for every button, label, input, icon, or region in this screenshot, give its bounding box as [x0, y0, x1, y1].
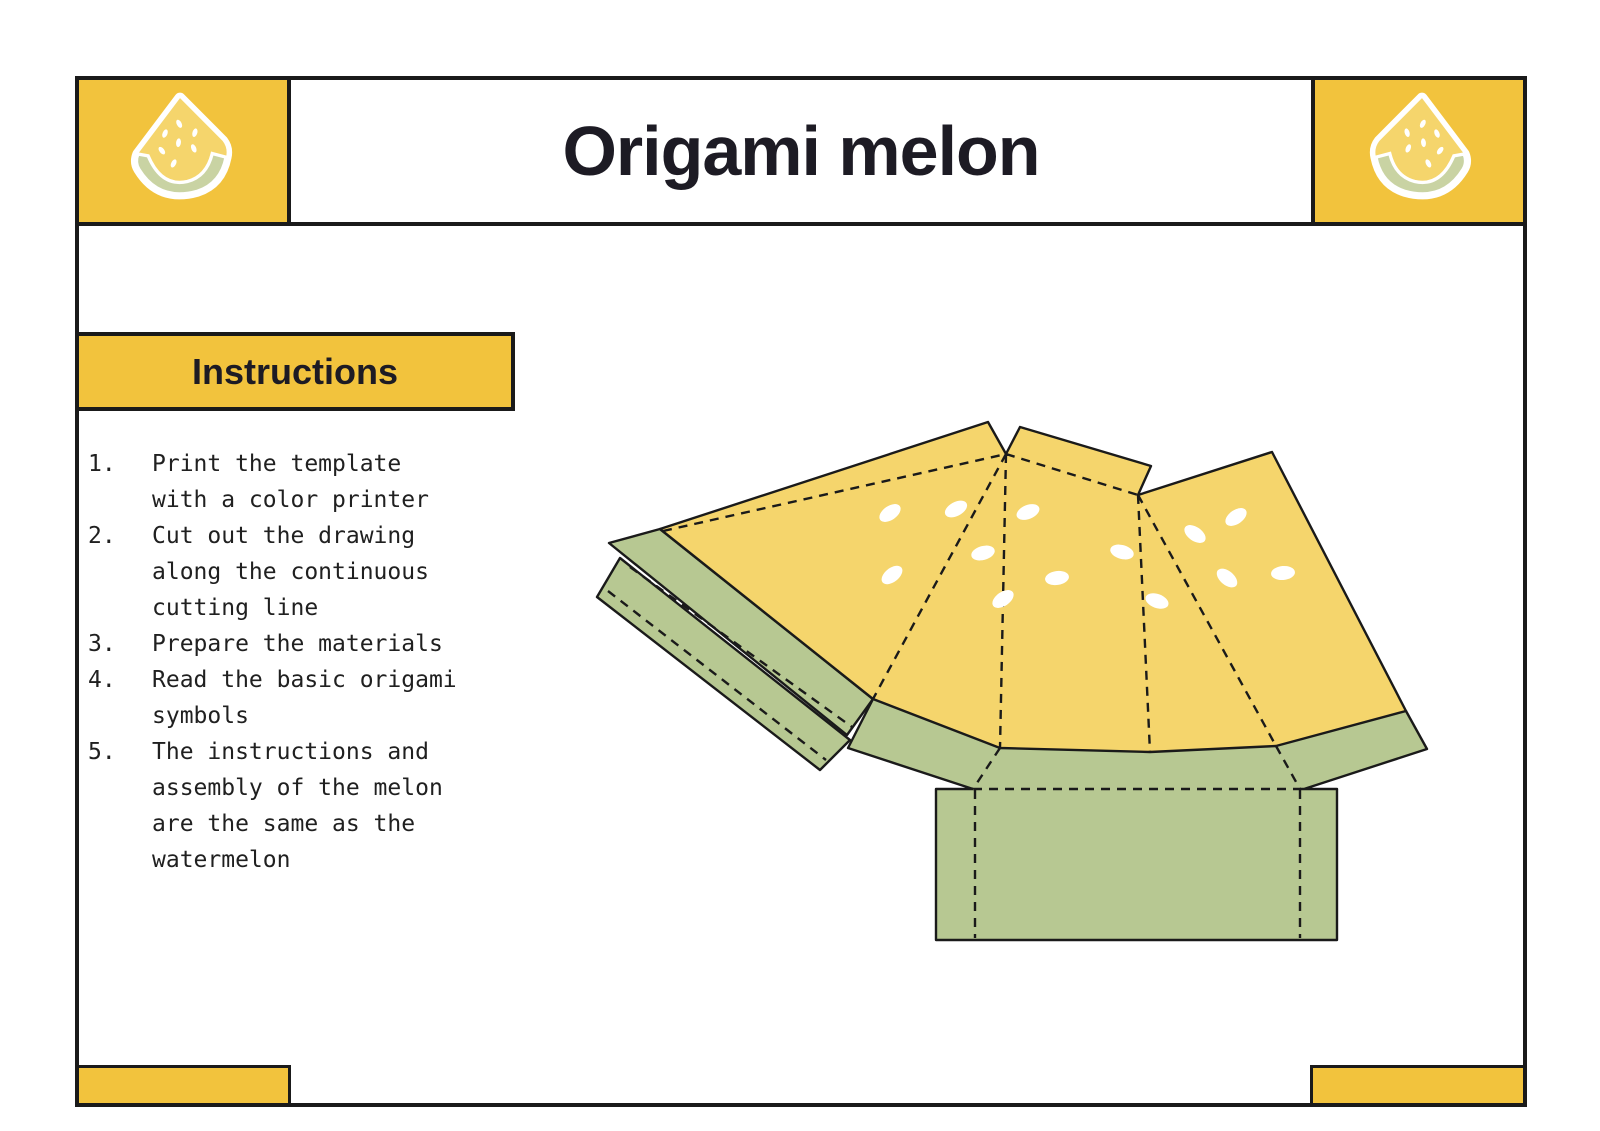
instruction-number: 4. — [88, 667, 116, 693]
melon-seeds — [879, 500, 1295, 609]
instruction-text: Print the template with a color printer — [152, 451, 429, 513]
instruction-item: 3. Prepare the materials — [88, 626, 528, 662]
instructions-heading: Instructions — [191, 350, 398, 392]
header-right-square — [1311, 80, 1523, 222]
instruction-number: 5. — [88, 739, 116, 765]
frame-right-border — [1523, 226, 1527, 1107]
instruction-text: The instructions and assembly of the mel… — [152, 739, 443, 873]
instruction-item: 5. The instructions and assembly of the m… — [88, 734, 528, 878]
header-left-square — [79, 80, 291, 222]
header-title-area: Origami melon — [291, 80, 1311, 222]
frame-bottom-border — [75, 1103, 1527, 1107]
bottom-left-accent-bar — [79, 1065, 291, 1103]
melon-icon-seeds — [158, 119, 198, 168]
cut-lines — [846, 698, 1429, 942]
instruction-number: 3. — [88, 631, 116, 657]
rind-flap-lower — [595, 556, 852, 772]
instruction-number: 2. — [88, 523, 116, 549]
instruction-text: Cut out the drawing along the continuous… — [152, 523, 429, 621]
melon-template-diagram — [595, 420, 1429, 942]
rind-band — [848, 699, 1427, 789]
melon-icon-seeds — [1404, 119, 1444, 168]
header: Origami melon — [75, 76, 1527, 226]
instruction-text: Prepare the materials — [152, 631, 443, 657]
frame-left-border — [75, 226, 79, 1107]
instruction-item: 2. Cut out the drawing along the continuo… — [88, 518, 528, 626]
instructions-box: Instructions — [75, 332, 515, 411]
instructions-list: 1. Print the template with a color printe… — [88, 446, 528, 878]
instruction-text: Read the basic origami symbols — [152, 667, 457, 729]
bottom-right-accent-bar — [1310, 1065, 1523, 1103]
glue-tab — [936, 789, 1337, 940]
melon-slice-icon-mirrored — [1369, 92, 1472, 200]
melon-slice-icon — [130, 92, 233, 200]
instruction-item: 4. Read the basic origami symbols — [88, 662, 528, 734]
instruction-item: 1. Print the template with a color printe… — [88, 446, 528, 518]
page-title: Origami melon — [562, 112, 1040, 190]
instruction-number: 1. — [88, 451, 116, 477]
